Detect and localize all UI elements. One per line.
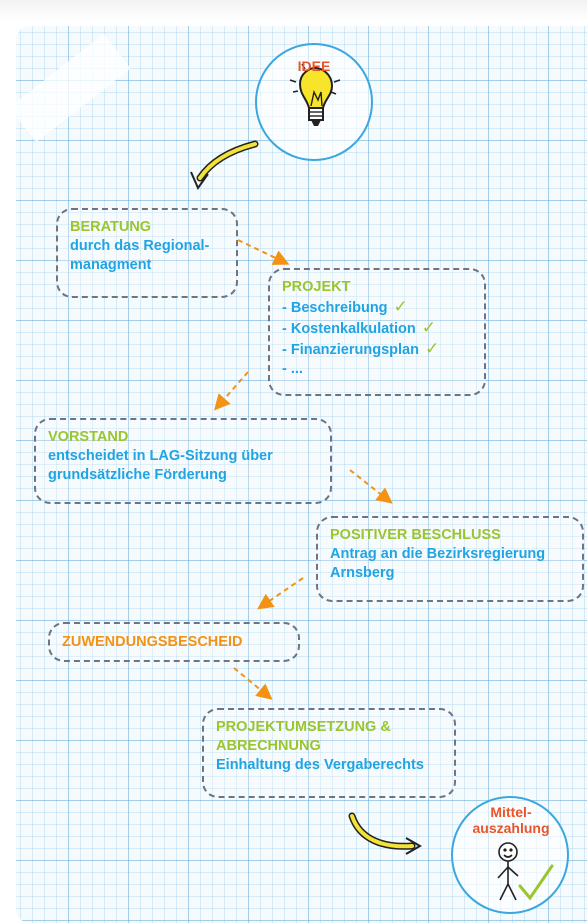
projekt-item-text: - ... bbox=[282, 361, 303, 377]
step-beratung-title: BERATUNG bbox=[70, 219, 152, 235]
end-label-line-2: auszahlung bbox=[472, 820, 550, 836]
step-vorstand: VORSTAND entscheidet in LAG-Sitzung über… bbox=[34, 418, 332, 504]
stick-figure-icon bbox=[497, 842, 519, 901]
step-beschluss: POSITIVER BESCHLUSS Antrag an die Bezirk… bbox=[316, 516, 584, 602]
projekt-item: - Kostenkalkulation ✓ bbox=[282, 318, 472, 339]
step-beratung-line-1: durch das Regional- bbox=[70, 238, 210, 254]
step-bescheid-title: ZUWENDUNGSBESCHEID bbox=[62, 634, 243, 650]
curved-arrow-2 bbox=[348, 812, 423, 855]
step-umsetzung: PROJEKTUMSETZUNG & ABRECHNUNG Einhaltung… bbox=[202, 708, 456, 798]
start-label: IDEE bbox=[297, 58, 331, 74]
step-projekt-title: PROJEKT bbox=[282, 279, 351, 295]
step-beratung-line-2: managment bbox=[70, 257, 152, 273]
checkmark-icon: ✓ bbox=[393, 297, 408, 316]
step-umsetzung-title-1: PROJEKTUMSETZUNG & bbox=[216, 719, 391, 735]
step-umsetzung-line-1: Einhaltung des Vergaberechts bbox=[216, 757, 424, 773]
dashed-arrow-4 bbox=[257, 577, 304, 610]
graph-paper-background bbox=[16, 26, 587, 923]
dashed-arrow-1 bbox=[237, 239, 290, 265]
curved-arrow-1 bbox=[190, 140, 259, 191]
dashed-arrow-3 bbox=[349, 469, 393, 504]
step-beratung: BERATUNG durch das Regional- managment bbox=[56, 208, 238, 298]
step-beschluss-title: POSITIVER BESCHLUSS bbox=[330, 527, 501, 543]
step-vorstand-line-2: grundsätzliche Förderung bbox=[48, 467, 227, 483]
projekt-item: - ... bbox=[282, 360, 472, 379]
end-label-line-1: Mittel- bbox=[490, 804, 532, 820]
projekt-item-text: - Finanzierungsplan bbox=[282, 342, 419, 358]
projekt-item: - Beschreibung ✓ bbox=[282, 297, 472, 318]
lightbulb-icon bbox=[289, 63, 341, 126]
step-beschluss-line-1: Antrag an die Bezirksregierung bbox=[330, 546, 546, 562]
checkmark-icon: ✓ bbox=[424, 339, 440, 358]
step-bescheid: ZUWENDUNGSBESCHEID bbox=[48, 622, 300, 662]
step-beschluss-line-2: Arnsberg bbox=[330, 565, 395, 581]
end-label: Mittel- auszahlung bbox=[466, 804, 556, 836]
step-umsetzung-title-2: ABRECHNUNG bbox=[216, 738, 321, 754]
step-vorstand-title: VORSTAND bbox=[48, 429, 129, 445]
top-fade bbox=[0, 0, 587, 22]
dashed-arrow-2 bbox=[214, 371, 249, 411]
step-vorstand-line-1: entscheidet in LAG-Sitzung über bbox=[48, 448, 273, 464]
step-projekt: PROJEKT - Beschreibung ✓ - Kostenkalkulat… bbox=[268, 268, 486, 396]
projekt-item: - Finanzierungsplan ✓ bbox=[282, 339, 472, 360]
checkmark-icon: ✓ bbox=[421, 318, 436, 337]
projekt-item-text: - Kostenkalkulation bbox=[282, 321, 416, 337]
dashed-arrow-5 bbox=[233, 667, 273, 700]
projekt-item-text: - Beschreibung bbox=[282, 300, 388, 316]
big-checkmark-icon bbox=[518, 864, 554, 901]
